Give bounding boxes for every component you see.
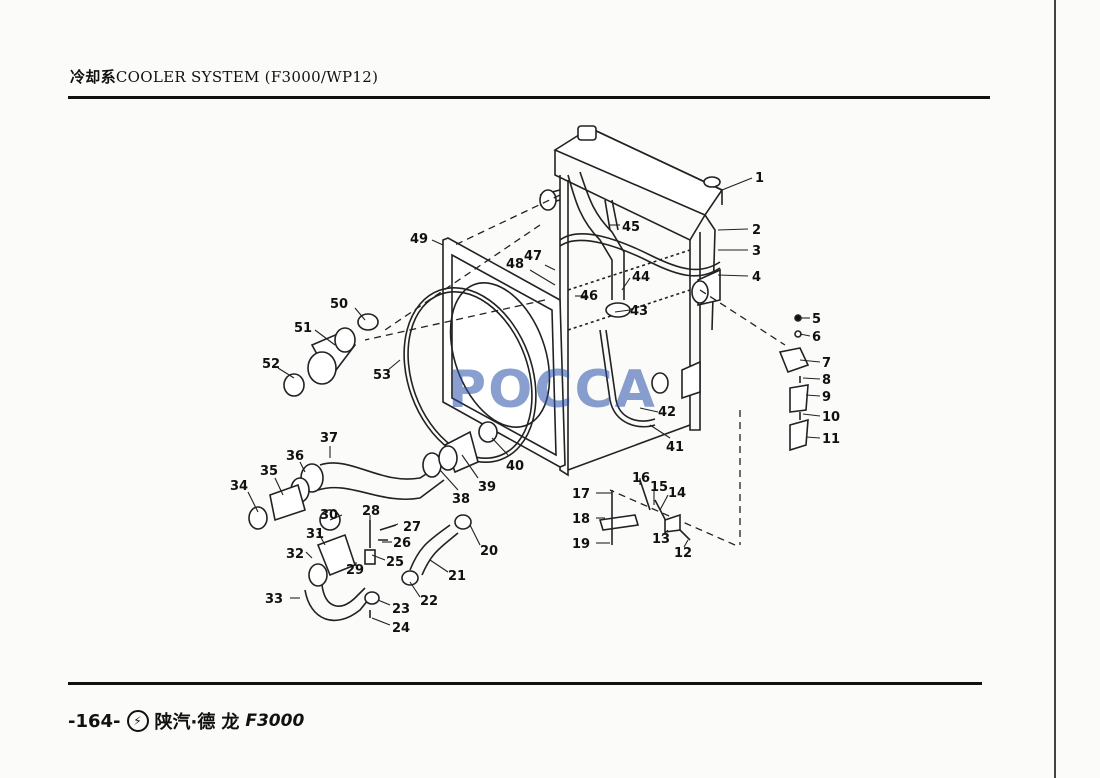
callout-10: 10 [822, 410, 840, 425]
callout-2: 2 [752, 223, 761, 238]
upper-hose [567, 171, 631, 318]
brand-logo-char: 龙 [221, 712, 240, 733]
callout-37: 37 [320, 431, 338, 446]
model-name: F3000 [245, 711, 305, 731]
callout-21: 21 [448, 569, 466, 584]
footer-rule [68, 682, 982, 685]
brand-name: 陕汽·德 [154, 712, 216, 733]
callout-34: 34 [230, 479, 248, 494]
callout-40: 40 [506, 459, 524, 474]
callout-19: 19 [572, 537, 590, 552]
callout-49: 49 [410, 232, 428, 247]
callout-48: 48 [506, 257, 524, 272]
callout-26: 26 [393, 536, 411, 551]
callout-46: 46 [580, 289, 598, 304]
bracket-parts-5-11 [778, 314, 810, 452]
callout-51: 51 [294, 321, 312, 336]
title-cn: 冷却系 [70, 68, 116, 86]
radiator-assembly [539, 125, 724, 477]
callout-18: 18 [572, 512, 590, 527]
callout-6: 6 [812, 330, 821, 345]
callout-13: 13 [652, 532, 670, 547]
callout-50: 50 [330, 297, 348, 312]
callout-8: 8 [822, 373, 831, 388]
callout-32: 32 [286, 547, 304, 562]
page-edge [1054, 0, 1056, 778]
callout-11: 11 [822, 432, 840, 447]
brand-logo-icon: ⚡ [126, 710, 149, 732]
callout-17: 17 [572, 487, 590, 502]
callout-1: 1 [755, 171, 764, 186]
callout-9: 9 [822, 390, 831, 405]
callout-38: 38 [452, 492, 470, 507]
seal-ring [403, 287, 537, 463]
callout-47: 47 [524, 249, 542, 264]
page-number: -164- [68, 710, 121, 732]
callout-45: 45 [622, 220, 640, 235]
callout-33: 33 [265, 592, 283, 607]
callout-12: 12 [674, 546, 692, 561]
page-footer: -164- ⚡ 陕汽·德 龙 F3000 [68, 708, 304, 734]
callout-14: 14 [668, 486, 686, 501]
callout-4: 4 [752, 270, 761, 285]
callout-29: 29 [346, 563, 364, 578]
callout-42: 42 [658, 405, 676, 420]
callout-35: 35 [260, 464, 278, 479]
callout-7: 7 [822, 356, 831, 371]
callout-16: 16 [632, 471, 650, 486]
callout-28: 28 [362, 504, 380, 519]
fan-shroud [442, 237, 566, 468]
callout-24: 24 [392, 621, 410, 636]
callout-27: 27 [403, 520, 421, 535]
callout-36: 36 [286, 449, 304, 464]
callout-leaders [247, 177, 821, 626]
callout-52: 52 [262, 357, 280, 372]
assembly-guide-lines [364, 194, 786, 546]
callout-22: 22 [420, 594, 438, 609]
callout-labels: 1 2 3 4 5 6 7 8 9 10 11 12 13 14 15 16 1… [230, 171, 840, 636]
callout-23: 23 [392, 602, 410, 617]
coolant-pipes [559, 233, 721, 428]
title-en: COOLER SYSTEM (F3000/WP12) [115, 68, 379, 86]
callout-3: 3 [752, 244, 761, 259]
watermark-logo: POCCA [448, 360, 657, 420]
callout-39: 39 [478, 480, 496, 495]
page-title: 冷却系COOLER SYSTEM (F3000/WP12) [70, 66, 378, 87]
callout-31: 31 [306, 527, 324, 542]
callout-25: 25 [386, 555, 404, 570]
callout-44: 44 [632, 270, 650, 285]
header-rule [68, 96, 990, 99]
callout-20: 20 [480, 544, 498, 559]
callout-30: 30 [320, 508, 338, 523]
callout-15: 15 [650, 480, 668, 495]
callout-53: 53 [373, 368, 391, 383]
callout-5: 5 [812, 312, 821, 327]
bracket-parts-12-19 [598, 479, 691, 545]
callout-41: 41 [666, 440, 684, 455]
hose-21 [401, 514, 472, 586]
callout-43: 43 [630, 304, 648, 319]
lower-hose-37 [248, 421, 498, 530]
